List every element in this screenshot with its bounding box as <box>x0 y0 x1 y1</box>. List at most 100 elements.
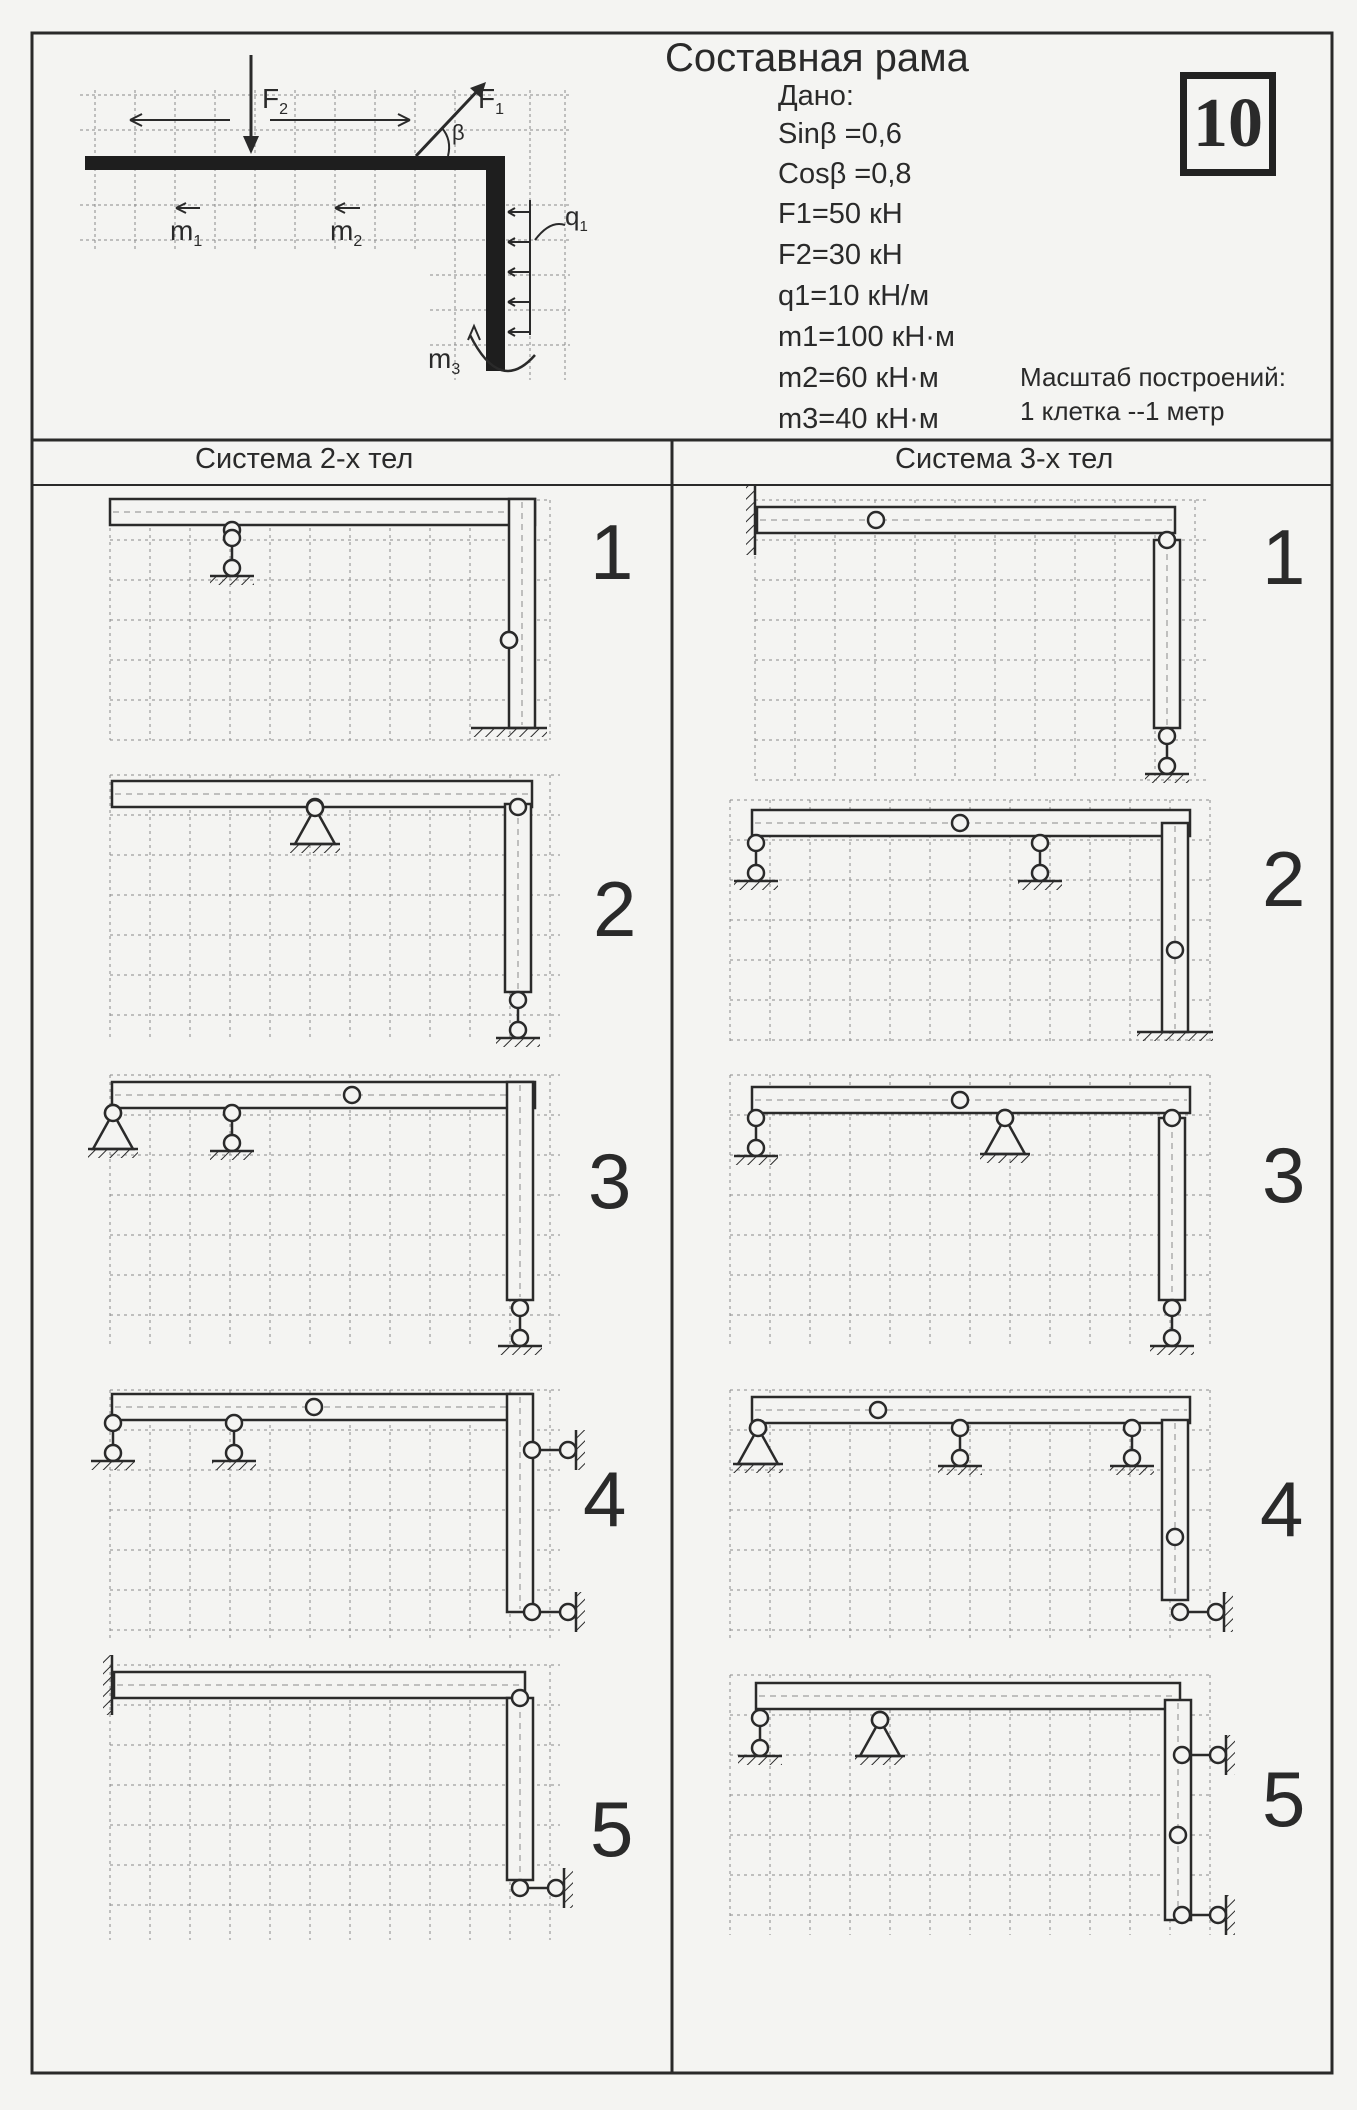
ground-hatch <box>738 1756 782 1765</box>
right-variant-number: 1 <box>1262 513 1306 601</box>
hinge <box>546 1878 566 1898</box>
given-label: Дано: <box>778 80 854 112</box>
ground-hatch <box>496 1038 540 1047</box>
hinge <box>510 1328 530 1348</box>
hinge <box>1162 1108 1182 1128</box>
hinge <box>1122 1418 1142 1438</box>
hinge <box>746 863 766 883</box>
wall-hatch <box>576 1430 585 1470</box>
hinge <box>508 990 528 1010</box>
hinge <box>558 1602 578 1622</box>
hinge <box>1122 1448 1142 1468</box>
given-cos: Cosβ =0,8 <box>778 158 912 190</box>
wall-hatch <box>1224 1592 1233 1632</box>
hinge <box>305 798 325 818</box>
variant-diagrams <box>88 485 1235 1940</box>
beam <box>750 1085 1192 1115</box>
m3-moment-arc <box>467 323 536 373</box>
hinge <box>510 1688 530 1708</box>
hinge <box>1172 1745 1192 1765</box>
hinge <box>222 1103 242 1123</box>
right-variant-number: 3 <box>1262 1131 1306 1219</box>
right-variant-2 <box>729 799 1213 1045</box>
hinge <box>1030 833 1050 853</box>
label-beta: β <box>452 120 465 145</box>
hinge <box>1162 1298 1182 1318</box>
left-variant-5 <box>103 1655 573 1940</box>
label-m2: m2 <box>330 215 362 250</box>
grid <box>109 499 551 741</box>
ground-hatch <box>734 881 778 890</box>
page-title: Составная рама <box>665 36 969 80</box>
ground-hatch <box>471 728 547 737</box>
hinge <box>222 558 242 578</box>
given-F1: F1=50 кН <box>778 198 903 230</box>
hinge <box>746 1138 766 1158</box>
column <box>505 1080 535 1302</box>
hinge <box>868 1400 888 1420</box>
ground-hatch <box>734 1156 778 1165</box>
ground-hatch <box>212 1461 256 1470</box>
hinge <box>1165 1527 1185 1547</box>
ground-hatch <box>1110 1466 1154 1475</box>
frame-beam <box>85 156 505 371</box>
q1-distributed-load <box>507 200 566 337</box>
label-F1: F1 <box>478 83 504 118</box>
hinge <box>950 1448 970 1468</box>
hinge <box>558 1440 578 1460</box>
ground-hatch <box>210 1151 254 1160</box>
hinge <box>1208 1905 1228 1925</box>
hinge <box>103 1103 123 1123</box>
hinge <box>1162 1328 1182 1348</box>
hinge <box>1168 1825 1188 1845</box>
ground-hatch <box>1137 1032 1213 1041</box>
right-variant-number: 4 <box>1260 1465 1304 1553</box>
hinge <box>222 1133 242 1153</box>
beam <box>750 808 1192 838</box>
hinge <box>103 1443 123 1463</box>
ground-hatch <box>1145 774 1189 783</box>
hinge <box>522 1602 542 1622</box>
right-variant-number: 5 <box>1262 1755 1306 1843</box>
hinge <box>870 1710 890 1730</box>
hinge <box>499 630 519 650</box>
left-variant-number: 4 <box>583 1455 627 1543</box>
hinge <box>508 797 528 817</box>
column <box>1163 1698 1193 1922</box>
hinge <box>1030 863 1050 883</box>
dim-arrows <box>129 113 411 214</box>
hinge <box>224 1443 244 1463</box>
ground-hatch <box>88 1149 138 1158</box>
left-variant-number: 3 <box>588 1137 632 1225</box>
wall-hatch <box>746 485 755 555</box>
left-variant-1 <box>108 497 551 741</box>
grid <box>729 1674 1211 1935</box>
hinge <box>103 1413 123 1433</box>
left-variant-4 <box>91 1389 585 1640</box>
hinge <box>995 1108 1015 1128</box>
wall-hatch <box>1226 1735 1235 1775</box>
hinge <box>1208 1745 1228 1765</box>
grid <box>754 499 1210 781</box>
label-F2: F2 <box>262 83 288 118</box>
hinge <box>508 1020 528 1040</box>
given-sin: Sinβ =0,6 <box>778 118 902 150</box>
hinge <box>1157 726 1177 746</box>
hinge <box>510 1878 530 1898</box>
hinge <box>222 528 242 548</box>
given-m1: m1=100 кН·м <box>778 321 955 353</box>
ground-hatch <box>210 576 254 585</box>
ground-hatch <box>855 1756 905 1765</box>
grid <box>109 1074 560 1345</box>
hinge <box>866 510 886 530</box>
hinge <box>522 1440 542 1460</box>
grid <box>729 1074 1211 1345</box>
hinge <box>1165 940 1185 960</box>
hinge <box>746 833 766 853</box>
ground-hatch <box>1150 1346 1194 1355</box>
hinge <box>950 1418 970 1438</box>
right-variant-1 <box>746 485 1210 783</box>
grid <box>109 1664 560 1940</box>
label-q1: q1 <box>565 201 588 235</box>
variant-badge: 10 <box>1180 72 1276 176</box>
